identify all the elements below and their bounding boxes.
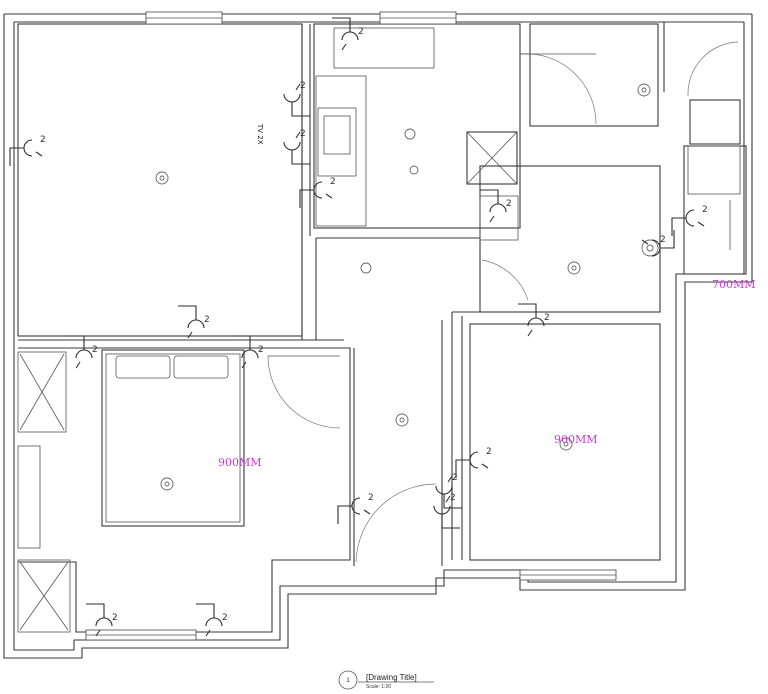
socket-label: 2	[368, 493, 374, 503]
socket-label: 2	[300, 129, 306, 139]
socket-symbol	[433, 495, 460, 529]
socket-label: 2	[544, 313, 550, 323]
socket-symbol	[283, 83, 310, 117]
title-number: 1	[346, 678, 350, 684]
socket-label: 2	[300, 81, 306, 91]
socket-symbol	[671, 209, 705, 236]
socket-symbol	[66, 335, 93, 369]
socket-symbol	[178, 305, 205, 339]
socket-label: 2	[330, 177, 336, 187]
socket-symbol	[435, 475, 462, 509]
socket-label: 2	[702, 205, 708, 215]
windows	[85, 11, 617, 641]
tv-label: TV 2X	[256, 123, 264, 145]
drawing-title: [Drawing Title]	[366, 673, 417, 682]
socket-label: 2	[452, 473, 458, 483]
double-bed	[101, 349, 245, 527]
ceiling-lights	[155, 83, 659, 491]
socket-label: 2	[40, 135, 46, 145]
socket-label: 2	[92, 345, 98, 355]
dim-label-900-bedroom: 900MM	[218, 456, 262, 469]
socket-symbol	[518, 303, 545, 337]
socket-symbol	[455, 451, 489, 478]
socket-symbols: 2 2 2 2 2 2 2 2 2 2 2 2 2 2 2 2 2 2	[9, 17, 708, 637]
drawing-scale: Scale: 1:20	[366, 684, 391, 690]
socket-label: 2	[450, 493, 456, 503]
dim-label-900-right: 900MM	[554, 433, 598, 446]
socket-label: 2	[222, 613, 228, 623]
socket-symbol	[337, 497, 371, 524]
socket-label: 2	[258, 345, 264, 355]
socket-symbol	[299, 181, 333, 208]
socket-symbol	[641, 230, 675, 257]
socket-symbol	[196, 603, 223, 637]
socket-symbol	[86, 603, 113, 637]
dim-label-700: 700MM	[712, 278, 756, 291]
walls	[3, 13, 753, 659]
socket-label: 2	[204, 315, 210, 325]
socket-label: 2	[486, 447, 492, 457]
socket-label: 2	[112, 613, 118, 623]
socket-symbol	[332, 17, 359, 51]
socket-label: 2	[506, 199, 512, 209]
socket-symbol	[9, 139, 43, 166]
socket-symbol	[283, 131, 310, 165]
title-block: 1 [Drawing Title] Scale: 1:20	[338, 670, 434, 690]
door-swings	[267, 41, 739, 563]
socket-symbol	[232, 335, 259, 369]
socket-symbol	[480, 189, 507, 223]
socket-label: 2	[358, 27, 364, 37]
socket-label: 2	[660, 235, 666, 245]
